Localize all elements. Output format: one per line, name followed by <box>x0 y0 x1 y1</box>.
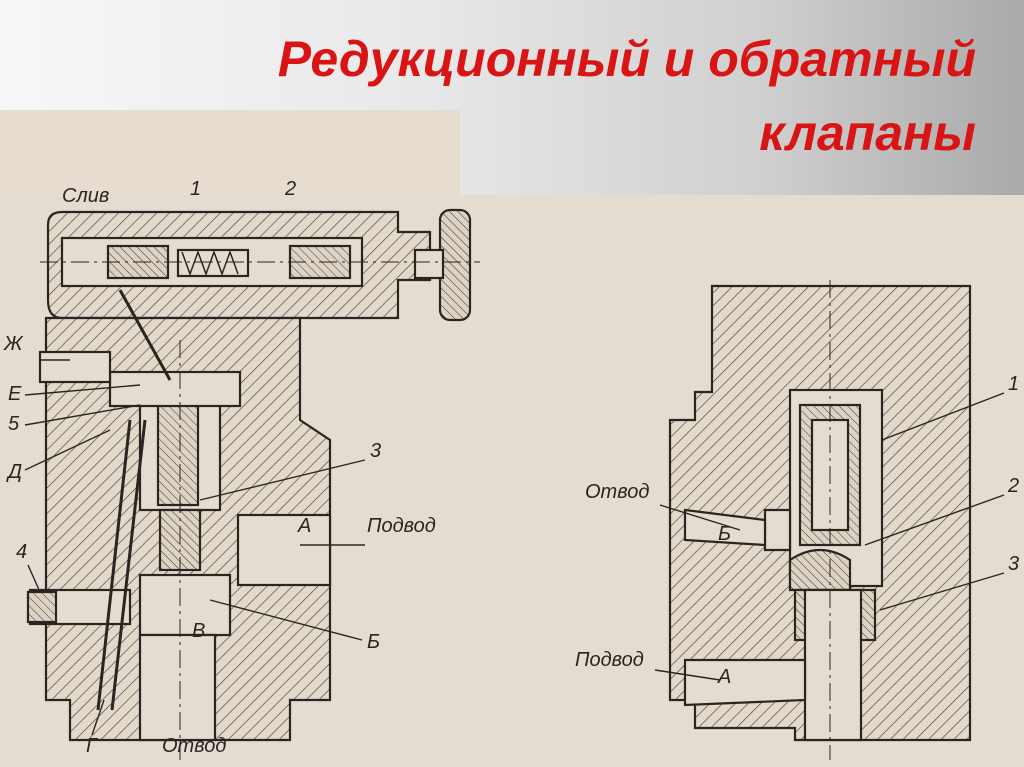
channel-g-edge <box>110 419 147 711</box>
label-5: 5 <box>8 413 20 435</box>
label-3: 3 <box>370 440 381 462</box>
label-outlet: Отвод <box>162 735 226 757</box>
label-r-a: А <box>717 666 731 688</box>
slide-title: Редукционный и обратный клапаны <box>276 22 976 170</box>
label-r-outlet: Отвод <box>585 481 649 503</box>
chamber-v <box>138 573 232 637</box>
inlet-bore <box>803 588 863 742</box>
label-inlet: Подвод <box>367 515 436 537</box>
valve-seat <box>788 549 852 592</box>
plug-4 <box>26 590 58 624</box>
chamber-e <box>108 370 242 408</box>
valve-drawing: Слив 1 2 Ж Е 5 Д 3 А Подвод 4 В Б Г Отво… <box>0 110 1024 767</box>
right-leaders <box>654 392 1005 681</box>
port-zh <box>38 350 112 384</box>
check-valve <box>668 280 972 760</box>
main-spool <box>156 403 200 507</box>
label-drain: Слив <box>62 185 109 207</box>
label-1: 1 <box>190 178 201 200</box>
label-4: 4 <box>16 541 27 563</box>
label-zh: Ж <box>3 333 24 355</box>
label-2: 2 <box>284 178 296 200</box>
inlet-port-a <box>236 513 332 587</box>
channel-g <box>96 419 132 711</box>
scan-strip <box>0 110 460 200</box>
pilot-channel <box>118 289 172 381</box>
label-e: Е <box>8 383 22 405</box>
pilot-spring-coil <box>181 249 239 277</box>
label-b: Б <box>367 631 380 653</box>
slide-title-line-1: Редукционный и обратный <box>277 31 976 87</box>
label-g: Г <box>86 735 99 757</box>
handwheel-hub <box>413 248 445 280</box>
outlet-chamber <box>763 508 792 552</box>
inlet-port-a <box>683 658 807 707</box>
left-leaders <box>24 359 366 736</box>
label-v: В <box>192 620 205 642</box>
label-d: Д <box>6 461 22 483</box>
label-r-b: Б <box>718 523 731 545</box>
label-r-inlet: Подвод <box>575 649 644 671</box>
label-r3: 3 <box>1008 553 1019 575</box>
label-r2: 2 <box>1007 475 1019 497</box>
slide-title-line-2: клапаны <box>759 105 976 161</box>
handwheel <box>438 208 472 322</box>
label-r1: 1 <box>1008 373 1019 395</box>
outlet-port <box>138 633 217 742</box>
reducing-valve <box>26 208 480 760</box>
label-a: А <box>297 515 311 537</box>
